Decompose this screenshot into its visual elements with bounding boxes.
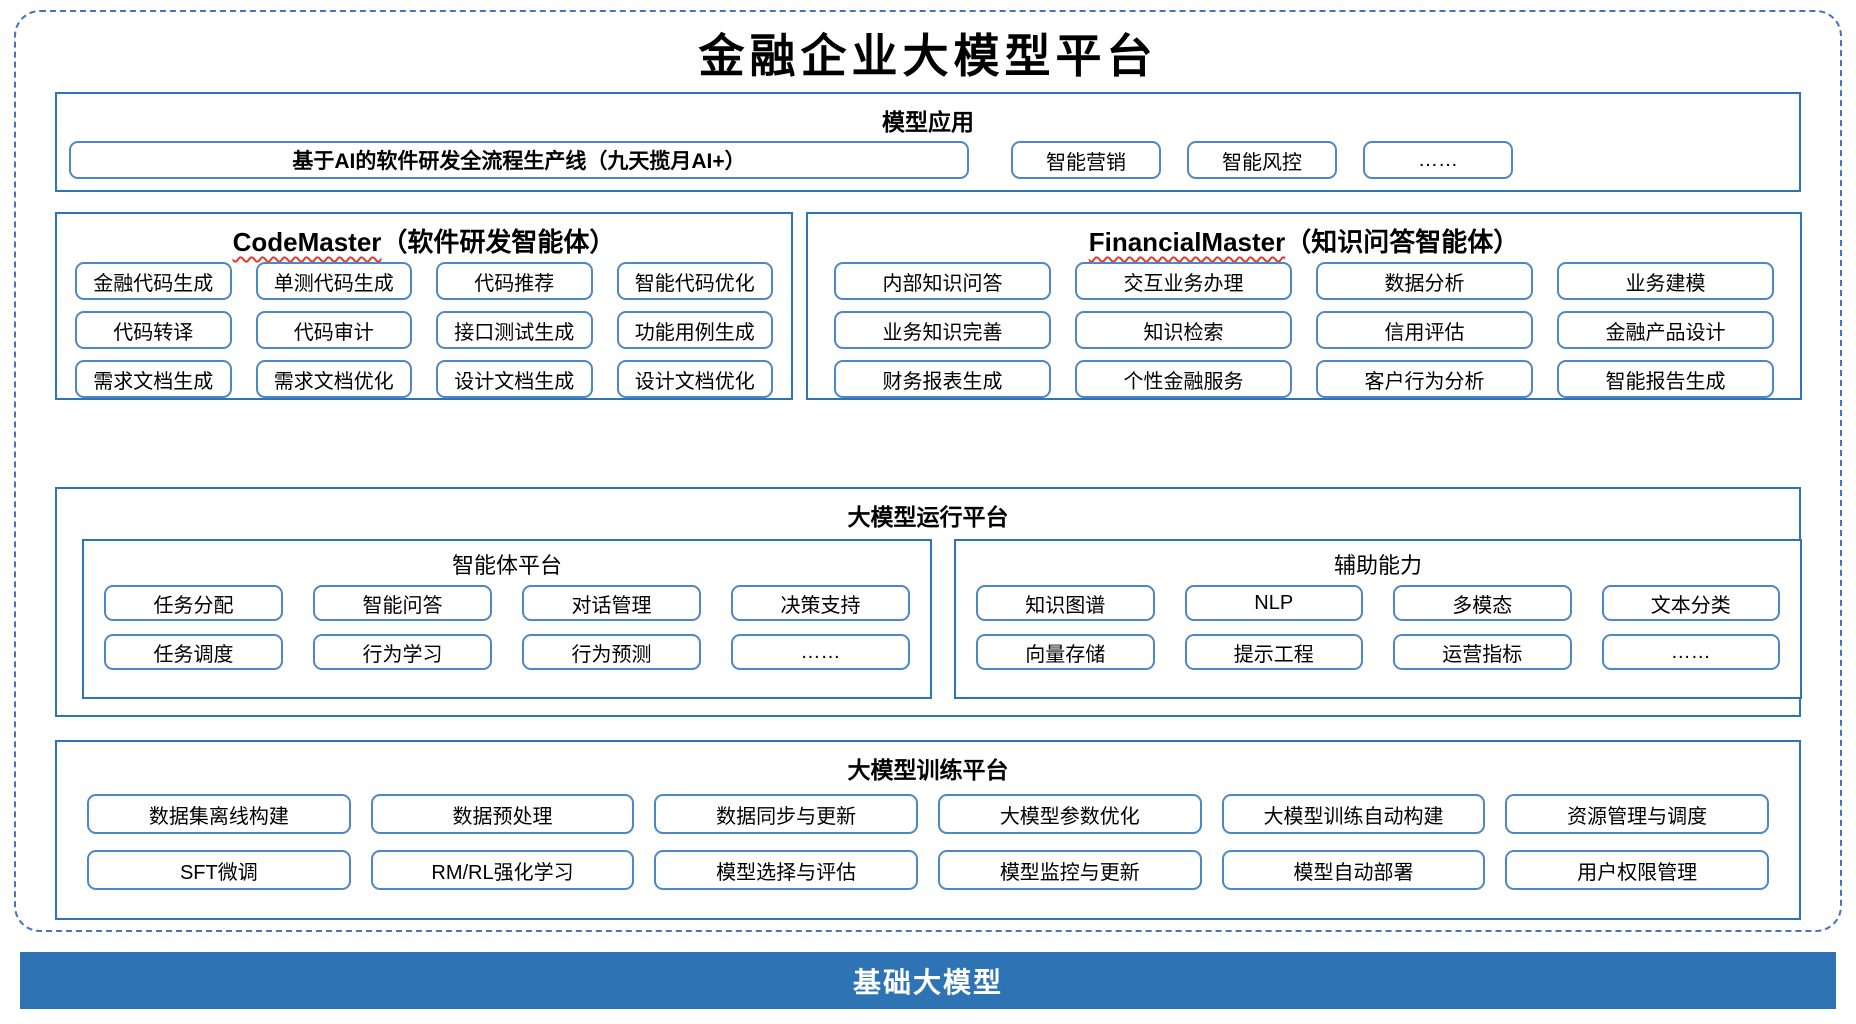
capability-box: 知识图谱 — [976, 585, 1155, 621]
capability-box: 设计文档生成 — [436, 360, 593, 398]
capability-box: 数据同步与更新 — [654, 794, 918, 834]
capability-box: 多模态 — [1393, 585, 1572, 621]
app-item: 智能营销 — [1011, 141, 1161, 179]
capability-box: 信用评估 — [1316, 311, 1533, 349]
capability-box: 模型监控与更新 — [937, 850, 1202, 890]
financialmaster-header: FinancialMaster（知识问答智能体） — [808, 214, 1800, 259]
capability-box: 文本分类 — [1601, 585, 1780, 621]
capability-box: 设计文档优化 — [616, 360, 773, 398]
capability-box: 模型自动部署 — [1221, 850, 1486, 890]
agent-platform-header: 智能体平台 — [451, 553, 562, 578]
capability-box: 知识检索 — [1075, 311, 1292, 349]
capability-box: 金融代码生成 — [75, 262, 232, 300]
capability-box: 任务调度 — [104, 634, 283, 670]
capability-box: 代码审计 — [255, 311, 412, 349]
capability-box: SFT微调 — [87, 850, 351, 890]
capability-box: 内部知识问答 — [834, 262, 1051, 300]
capability-box: 单测代码生成 — [255, 262, 412, 300]
capability-box: 智能报告生成 — [1557, 360, 1774, 398]
section-financialmaster: FinancialMaster（知识问答智能体） 内部知识问答 交互业务办理 数… — [806, 212, 1802, 400]
capability-box: 行为学习 — [313, 634, 492, 670]
capability-box: 提示工程 — [1184, 634, 1363, 670]
capability-box: 财务报表生成 — [834, 360, 1051, 398]
training-platform-items-grid: 数据集离线构建 数据预处理 数据同步与更新 大模型参数优化 大模型训练自动构建 … — [87, 794, 1769, 890]
capability-box: 客户行为分析 — [1316, 360, 1533, 398]
capability-box: 向量存储 — [976, 634, 1155, 670]
capability-box: 智能问答 — [313, 585, 492, 621]
capability-box: 个性金融服务 — [1075, 360, 1292, 398]
capability-box: 业务建模 — [1557, 262, 1774, 300]
capability-box: 用户权限管理 — [1505, 850, 1769, 890]
capability-box: 任务分配 — [104, 585, 283, 621]
app-item-main: 基于AI的软件研发全流程生产线（九天揽月AI+） — [69, 141, 969, 179]
capability-box: NLP — [1184, 585, 1363, 621]
capability-box: 交互业务办理 — [1075, 262, 1292, 300]
financialmaster-suffix: （知识问答智能体） — [1285, 227, 1520, 257]
capability-box: 需求文档生成 — [75, 360, 232, 398]
capability-box: 需求文档优化 — [255, 360, 412, 398]
section-training-platform: 大模型训练平台 数据集离线构建 数据预处理 数据同步与更新 大模型参数优化 大模… — [55, 740, 1801, 920]
financialmaster-items-grid: 内部知识问答 交互业务办理 数据分析 业务建模 业务知识完善 知识检索 信用评估… — [834, 262, 1774, 398]
subsection-agent-platform: 智能体平台 任务分配 智能问答 对话管理 决策支持 任务调度 行为学习 行为预测… — [82, 539, 932, 699]
section-model-applications: 模型应用 基于AI的软件研发全流程生产线（九天揽月AI+） 智能营销 智能风控 … — [55, 92, 1801, 192]
capability-box: 运营指标 — [1393, 634, 1572, 670]
foundation-model-label: 基础大模型 — [852, 966, 1003, 998]
capability-box: 功能用例生成 — [616, 311, 773, 349]
capability-box: 代码转译 — [75, 311, 232, 349]
outer-dashed-border — [14, 10, 1842, 932]
section-model-applications-header: 模型应用 — [882, 109, 974, 135]
codemaster-header: CodeMaster（软件研发智能体） — [57, 214, 791, 259]
app-item: …… — [1363, 141, 1513, 179]
aux-capability-items-grid: 知识图谱 NLP 多模态 文本分类 向量存储 提示工程 运营指标 …… — [976, 585, 1780, 670]
codemaster-suffix: （软件研发智能体） — [381, 227, 616, 257]
capability-box: 数据集离线构建 — [87, 794, 351, 834]
section-runtime-platform: 大模型运行平台 智能体平台 任务分配 智能问答 对话管理 决策支持 任务调度 行… — [55, 487, 1802, 717]
financialmaster-name: FinancialMaster — [1088, 227, 1286, 257]
codemaster-items-grid: 金融代码生成 单测代码生成 代码推荐 智能代码优化 代码转译 代码审计 接口测试… — [75, 262, 773, 398]
capability-box: 资源管理与调度 — [1505, 794, 1769, 834]
subsection-aux-capability: 辅助能力 知识图谱 NLP 多模态 文本分类 向量存储 提示工程 运营指标 …… — [954, 539, 1802, 699]
aux-capability-header: 辅助能力 — [1333, 553, 1422, 578]
capability-box: 对话管理 — [522, 585, 701, 621]
model-app-row: 基于AI的软件研发全流程生产线（九天揽月AI+） 智能营销 智能风控 …… — [69, 140, 1787, 180]
capability-box: …… — [731, 634, 910, 670]
codemaster-name: CodeMaster — [232, 227, 382, 257]
capability-box: 大模型训练自动构建 — [1221, 794, 1486, 834]
capability-box: 数据预处理 — [370, 794, 635, 834]
capability-box: 决策支持 — [731, 585, 910, 621]
runtime-platform-header: 大模型运行平台 — [847, 504, 1009, 530]
capability-box: RM/RL强化学习 — [370, 850, 635, 890]
capability-box: 金融产品设计 — [1557, 311, 1774, 349]
app-item: 智能风控 — [1187, 141, 1337, 179]
capability-box: 模型选择与评估 — [654, 850, 918, 890]
section-codemaster: CodeMaster（软件研发智能体） 金融代码生成 单测代码生成 代码推荐 智… — [55, 212, 793, 400]
agent-platform-items-grid: 任务分配 智能问答 对话管理 决策支持 任务调度 行为学习 行为预测 …… — [104, 585, 910, 670]
capability-box: 接口测试生成 — [436, 311, 593, 349]
capability-box: 行为预测 — [522, 634, 701, 670]
capability-box: …… — [1601, 634, 1780, 670]
foundation-model-bar: 基础大模型 — [20, 952, 1836, 1009]
capability-box: 业务知识完善 — [834, 311, 1051, 349]
capability-box: 智能代码优化 — [616, 262, 773, 300]
training-platform-header: 大模型训练平台 — [847, 757, 1009, 783]
capability-box: 数据分析 — [1316, 262, 1533, 300]
capability-box: 代码推荐 — [436, 262, 593, 300]
page-title: 金融企业大模型平台 — [698, 29, 1158, 83]
capability-box: 大模型参数优化 — [937, 794, 1202, 834]
